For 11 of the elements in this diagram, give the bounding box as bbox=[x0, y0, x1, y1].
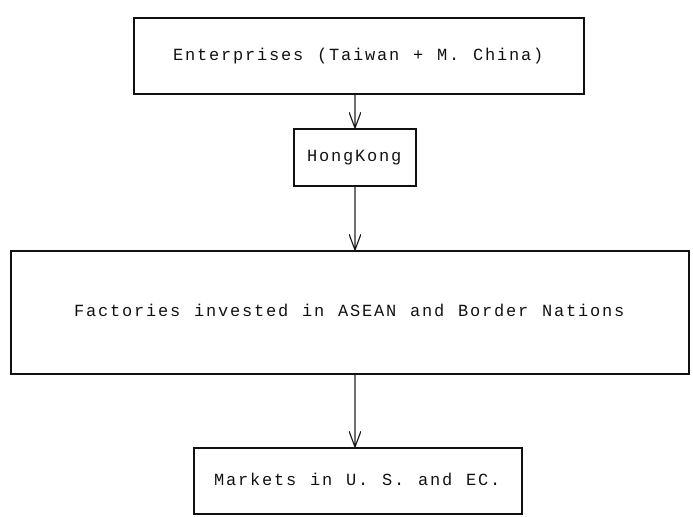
box-label: Factories invested in ASEAN and Border Nations bbox=[74, 303, 626, 322]
process-box bbox=[133, 17, 585, 95]
process-box bbox=[193, 447, 523, 515]
process-box bbox=[10, 250, 690, 375]
box-label: HongKong bbox=[306, 148, 403, 167]
box-label: Enterprises (Taiwan + M. China) bbox=[172, 46, 546, 66]
arrow bbox=[348, 187, 362, 251]
process-box bbox=[293, 128, 417, 187]
box-label: Markets in U. S. and EC. bbox=[214, 472, 502, 490]
arrow bbox=[348, 95, 362, 129]
arrow bbox=[348, 375, 362, 448]
